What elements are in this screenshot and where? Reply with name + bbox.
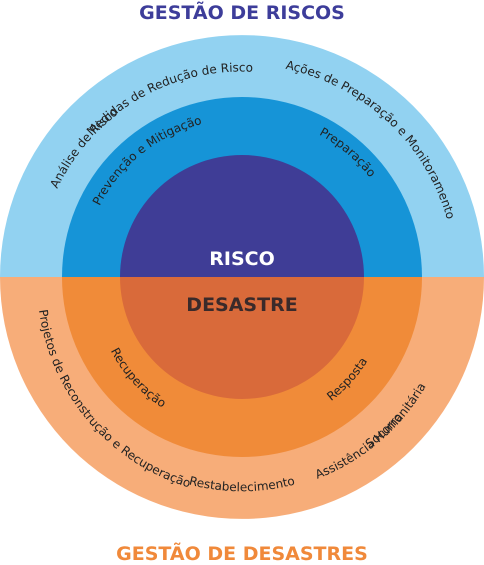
disaster-management-title: GESTÃO DE DESASTRES	[116, 543, 368, 565]
core-label-risk: RISCO	[209, 248, 274, 270]
core-risk-half	[120, 155, 364, 277]
core-label-disaster: DESASTRE	[186, 294, 297, 316]
risk-management-title: GESTÃO DE RISCOS	[139, 2, 345, 24]
label-restabelecimento: Restabelecimento	[188, 474, 296, 495]
core-disaster-half	[120, 277, 364, 399]
